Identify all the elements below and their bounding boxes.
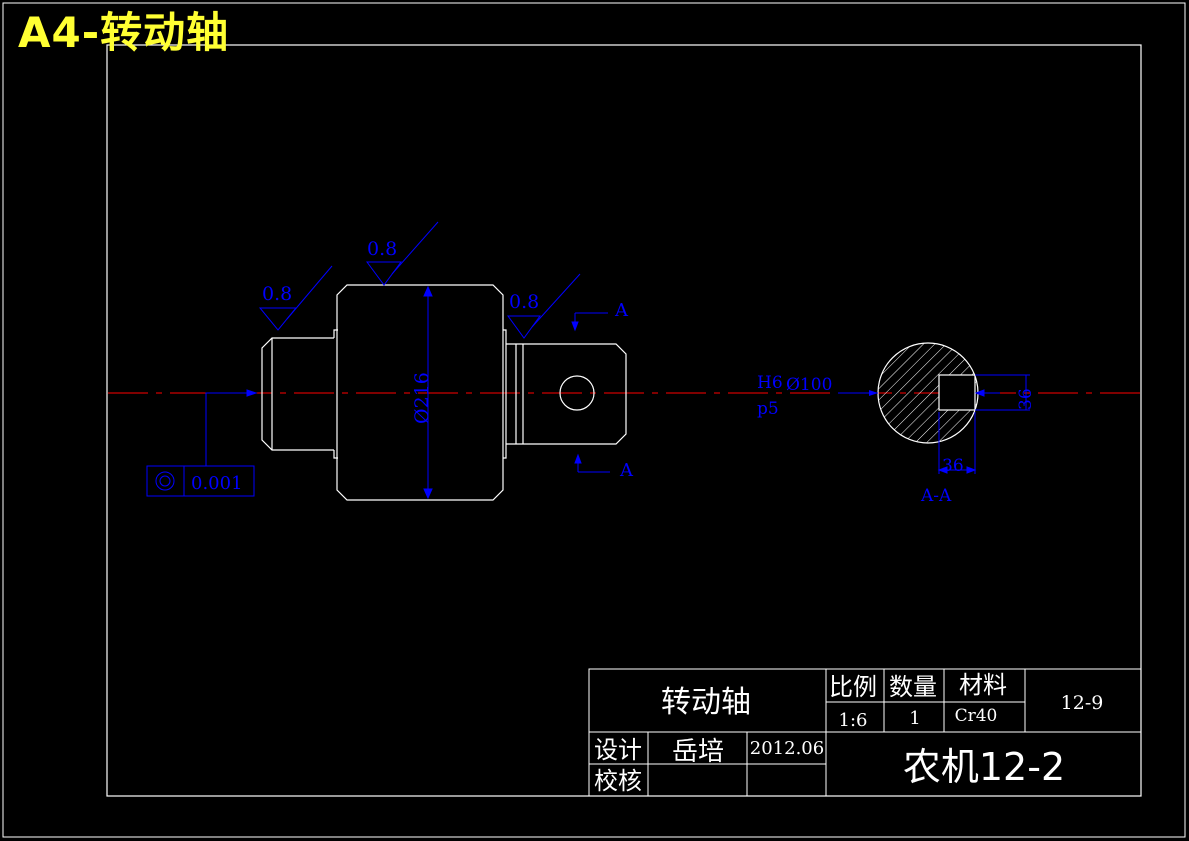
key-height-label: 36 xyxy=(1016,388,1036,410)
roughness-label-right: 0.8 xyxy=(509,291,539,313)
roughness-label-top: 0.8 xyxy=(367,238,397,260)
section-arrow-bottom xyxy=(577,457,610,473)
roughness-symbol-right xyxy=(507,315,541,339)
right-tang-inner-lines xyxy=(515,344,524,444)
material-value: Cr40 xyxy=(955,706,998,726)
key-width-label: 36 xyxy=(942,456,964,476)
roughness-label-left: 0.8 xyxy=(262,283,292,305)
quantity-header: 数量 xyxy=(889,673,937,701)
fit-lower: p5 xyxy=(757,399,779,419)
scale-header: 比例 xyxy=(829,673,877,701)
section-label: A-A xyxy=(920,486,952,506)
part-name: 转动轴 xyxy=(661,685,751,720)
roughness-symbol-left xyxy=(258,307,298,331)
keyway xyxy=(938,374,976,411)
title-block xyxy=(588,668,1142,797)
right-tang-outline xyxy=(506,343,627,445)
section-mark-top: A xyxy=(614,300,629,321)
scale-value: 1:6 xyxy=(839,710,868,731)
diameter-main-label: Ø216 xyxy=(411,372,433,424)
shaft-front-view xyxy=(261,284,627,501)
right-shoulder-step xyxy=(503,329,507,459)
front-dimensions xyxy=(146,221,610,500)
main-body-outline xyxy=(336,284,504,501)
design-label: 设计 xyxy=(594,736,642,764)
tolerance-frame xyxy=(146,465,255,497)
diameter-shaft-label: Ø100 xyxy=(786,375,832,395)
quantity-value: 1 xyxy=(909,708,920,729)
drawing-date: 2012.06 xyxy=(750,738,824,759)
concentricity-value: 0.001 xyxy=(191,473,243,494)
designer-name: 岳培 xyxy=(672,737,724,767)
concentricity-leader xyxy=(205,392,256,466)
drawing-number: 12-9 xyxy=(1061,692,1104,714)
check-label: 校核 xyxy=(594,767,642,795)
concentricity-icon xyxy=(155,471,175,491)
roughness-symbol-top xyxy=(366,261,402,286)
section-arrow-top xyxy=(574,312,608,328)
pin-hole xyxy=(559,375,595,411)
material-header: 材料 xyxy=(959,671,1007,699)
organization-label: 农机12-2 xyxy=(903,745,1065,789)
fit-upper: H6 xyxy=(757,373,783,393)
section-mark-bottom: A xyxy=(619,460,634,481)
left-journal-outline xyxy=(261,337,334,451)
drawing-title-overlay: A4-转动轴 xyxy=(18,8,230,57)
section-view-a-a xyxy=(838,342,1030,474)
